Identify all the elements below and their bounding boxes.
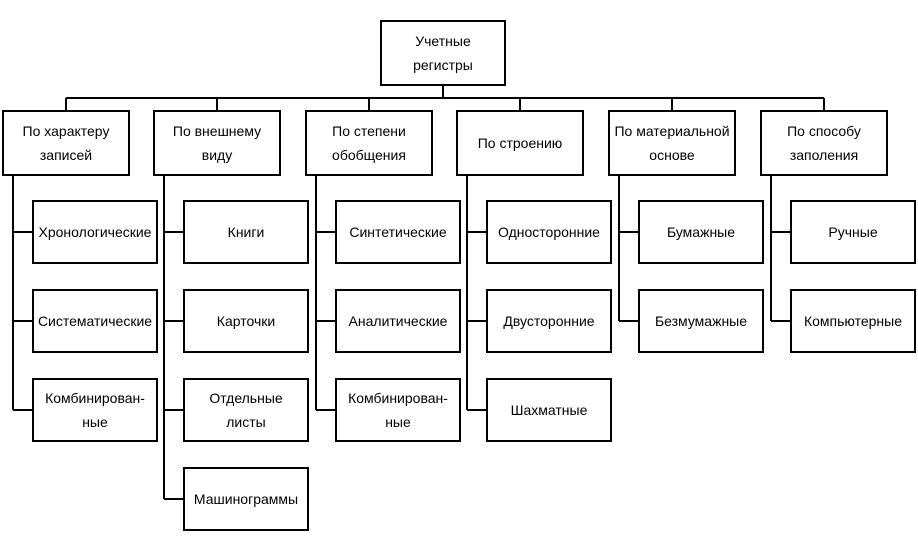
root-node: Учетные регистры	[380, 20, 506, 86]
child-node: Двусторонние	[486, 289, 612, 353]
child-node: Шахматные	[486, 378, 612, 442]
category-node: По внешнему виду	[153, 110, 281, 176]
child-node: Комбинирован- ные	[32, 378, 158, 442]
child-node: Безмумажные	[638, 289, 764, 353]
child-node: Ручные	[790, 200, 916, 264]
category-node: По характеру записей	[2, 110, 130, 176]
child-node: Хронологические	[32, 200, 158, 264]
child-node: Систематические	[32, 289, 158, 353]
child-node: Компьютерные	[790, 289, 916, 353]
child-node: Книги	[183, 200, 309, 264]
child-node: Комбинирован- ные	[335, 378, 461, 442]
category-node: По строению	[456, 110, 584, 176]
child-node: Отдельные листы	[183, 378, 309, 442]
child-node: Карточки	[183, 289, 309, 353]
child-node: Аналитические	[335, 289, 461, 353]
child-node: Односторонние	[486, 200, 612, 264]
child-node: Синтетические	[335, 200, 461, 264]
category-node: По материальной основе	[608, 110, 736, 176]
child-node: Бумажные	[638, 200, 764, 264]
category-node: По способу заполения	[760, 110, 888, 176]
category-node: По степени обобщения	[305, 110, 433, 176]
child-node: Машинограммы	[183, 467, 309, 531]
